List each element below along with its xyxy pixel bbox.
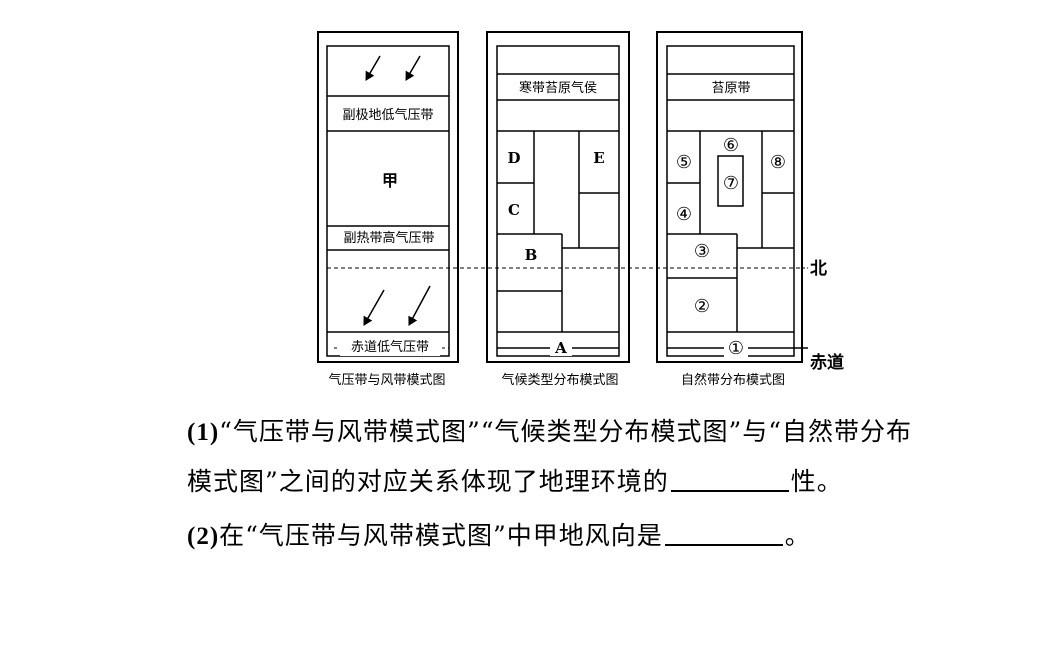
label-e: E (593, 149, 604, 167)
label-tundra-zone: 苔原带 (711, 81, 750, 96)
figure: 副极地低气压带 甲 副热带高气压带 赤道低气压带 气压带与风带模式图 寒带苔原气… (312, 28, 852, 390)
label-n8: ⑧ (770, 152, 786, 173)
label-n6: ⑥ (723, 135, 739, 156)
question-2-text-2: 。 (784, 521, 811, 550)
question-2-line: (2)在“气压带与风带模式图”中甲地风向是 。 (187, 516, 811, 552)
label-n2: ② (694, 296, 710, 317)
question-2-text-1: 在“气压带与风带模式图”中甲地风向是 (219, 521, 663, 550)
label-c: C (508, 201, 520, 219)
question-1-text-1: “气压带与风带模式图”“气候类型分布模式图”与“自然带分布 (219, 417, 913, 446)
question-1-line-1: (1)“气压带与风带模式图”“气候类型分布模式图”与“自然带分布 (187, 412, 912, 448)
label-equatorial-low-2: 赤道低气压带 (351, 339, 429, 355)
caption-climate: 气候类型分布模式图 (501, 372, 618, 388)
question-2-number: (2) (187, 523, 220, 550)
label-jia: 甲 (382, 171, 398, 190)
pressure-wind-diagram: 副极地低气压带 甲 副热带高气压带 赤道低气压带 气压带与风带模式图 (317, 31, 459, 388)
question-1-line-2: 模式图”之间的对应关系体现了地理环境的 性。 (187, 462, 843, 498)
question-1-number: (1) (187, 419, 220, 446)
label-equator: 赤道 (810, 352, 844, 373)
wind-arrow-icon (363, 289, 385, 326)
label-n1: ① (728, 338, 744, 359)
label-n3: ③ (694, 241, 710, 262)
question-1-text-3: 性。 (790, 467, 843, 496)
label-subtropical-high: 副热带高气压带 (343, 230, 434, 246)
caption-natural: 自然带分布模式图 (681, 372, 785, 388)
wind-arrow-icon (405, 55, 421, 81)
natural-zone-diagram: 苔原带 ⑤ ⑥ ⑦ ⑧ ④ ③ ② ① 自然带分布模式图 (656, 31, 808, 388)
wind-arrow-icon (365, 55, 381, 81)
climate-type-diagram: 寒带苔原气侯 D E C B A 气候类型分布模式图 (486, 31, 630, 388)
answer-blank-2[interactable] (664, 522, 783, 546)
label-tundra-climate: 寒带苔原气侯 (519, 80, 597, 96)
caption-pressure: 气压带与风带模式图 (328, 372, 445, 388)
label-a: A (554, 339, 567, 357)
label-north: 北 (810, 259, 827, 279)
label-n7: ⑦ (723, 173, 739, 194)
wind-arrow-icon (408, 285, 431, 326)
answer-blank-1[interactable] (670, 468, 789, 492)
label-n4: ④ (676, 204, 692, 225)
label-subpolar-low: 副极地低气压带 (342, 107, 433, 123)
label-d: D (507, 149, 520, 167)
label-b: B (525, 246, 538, 264)
model-diagrams: 副极地低气压带 甲 副热带高气压带 赤道低气压带 气压带与风带模式图 寒带苔原气… (317, 31, 844, 388)
question-1-text-2: 模式图”之间的对应关系体现了地理环境的 (187, 467, 669, 496)
label-n5: ⑤ (676, 152, 692, 173)
